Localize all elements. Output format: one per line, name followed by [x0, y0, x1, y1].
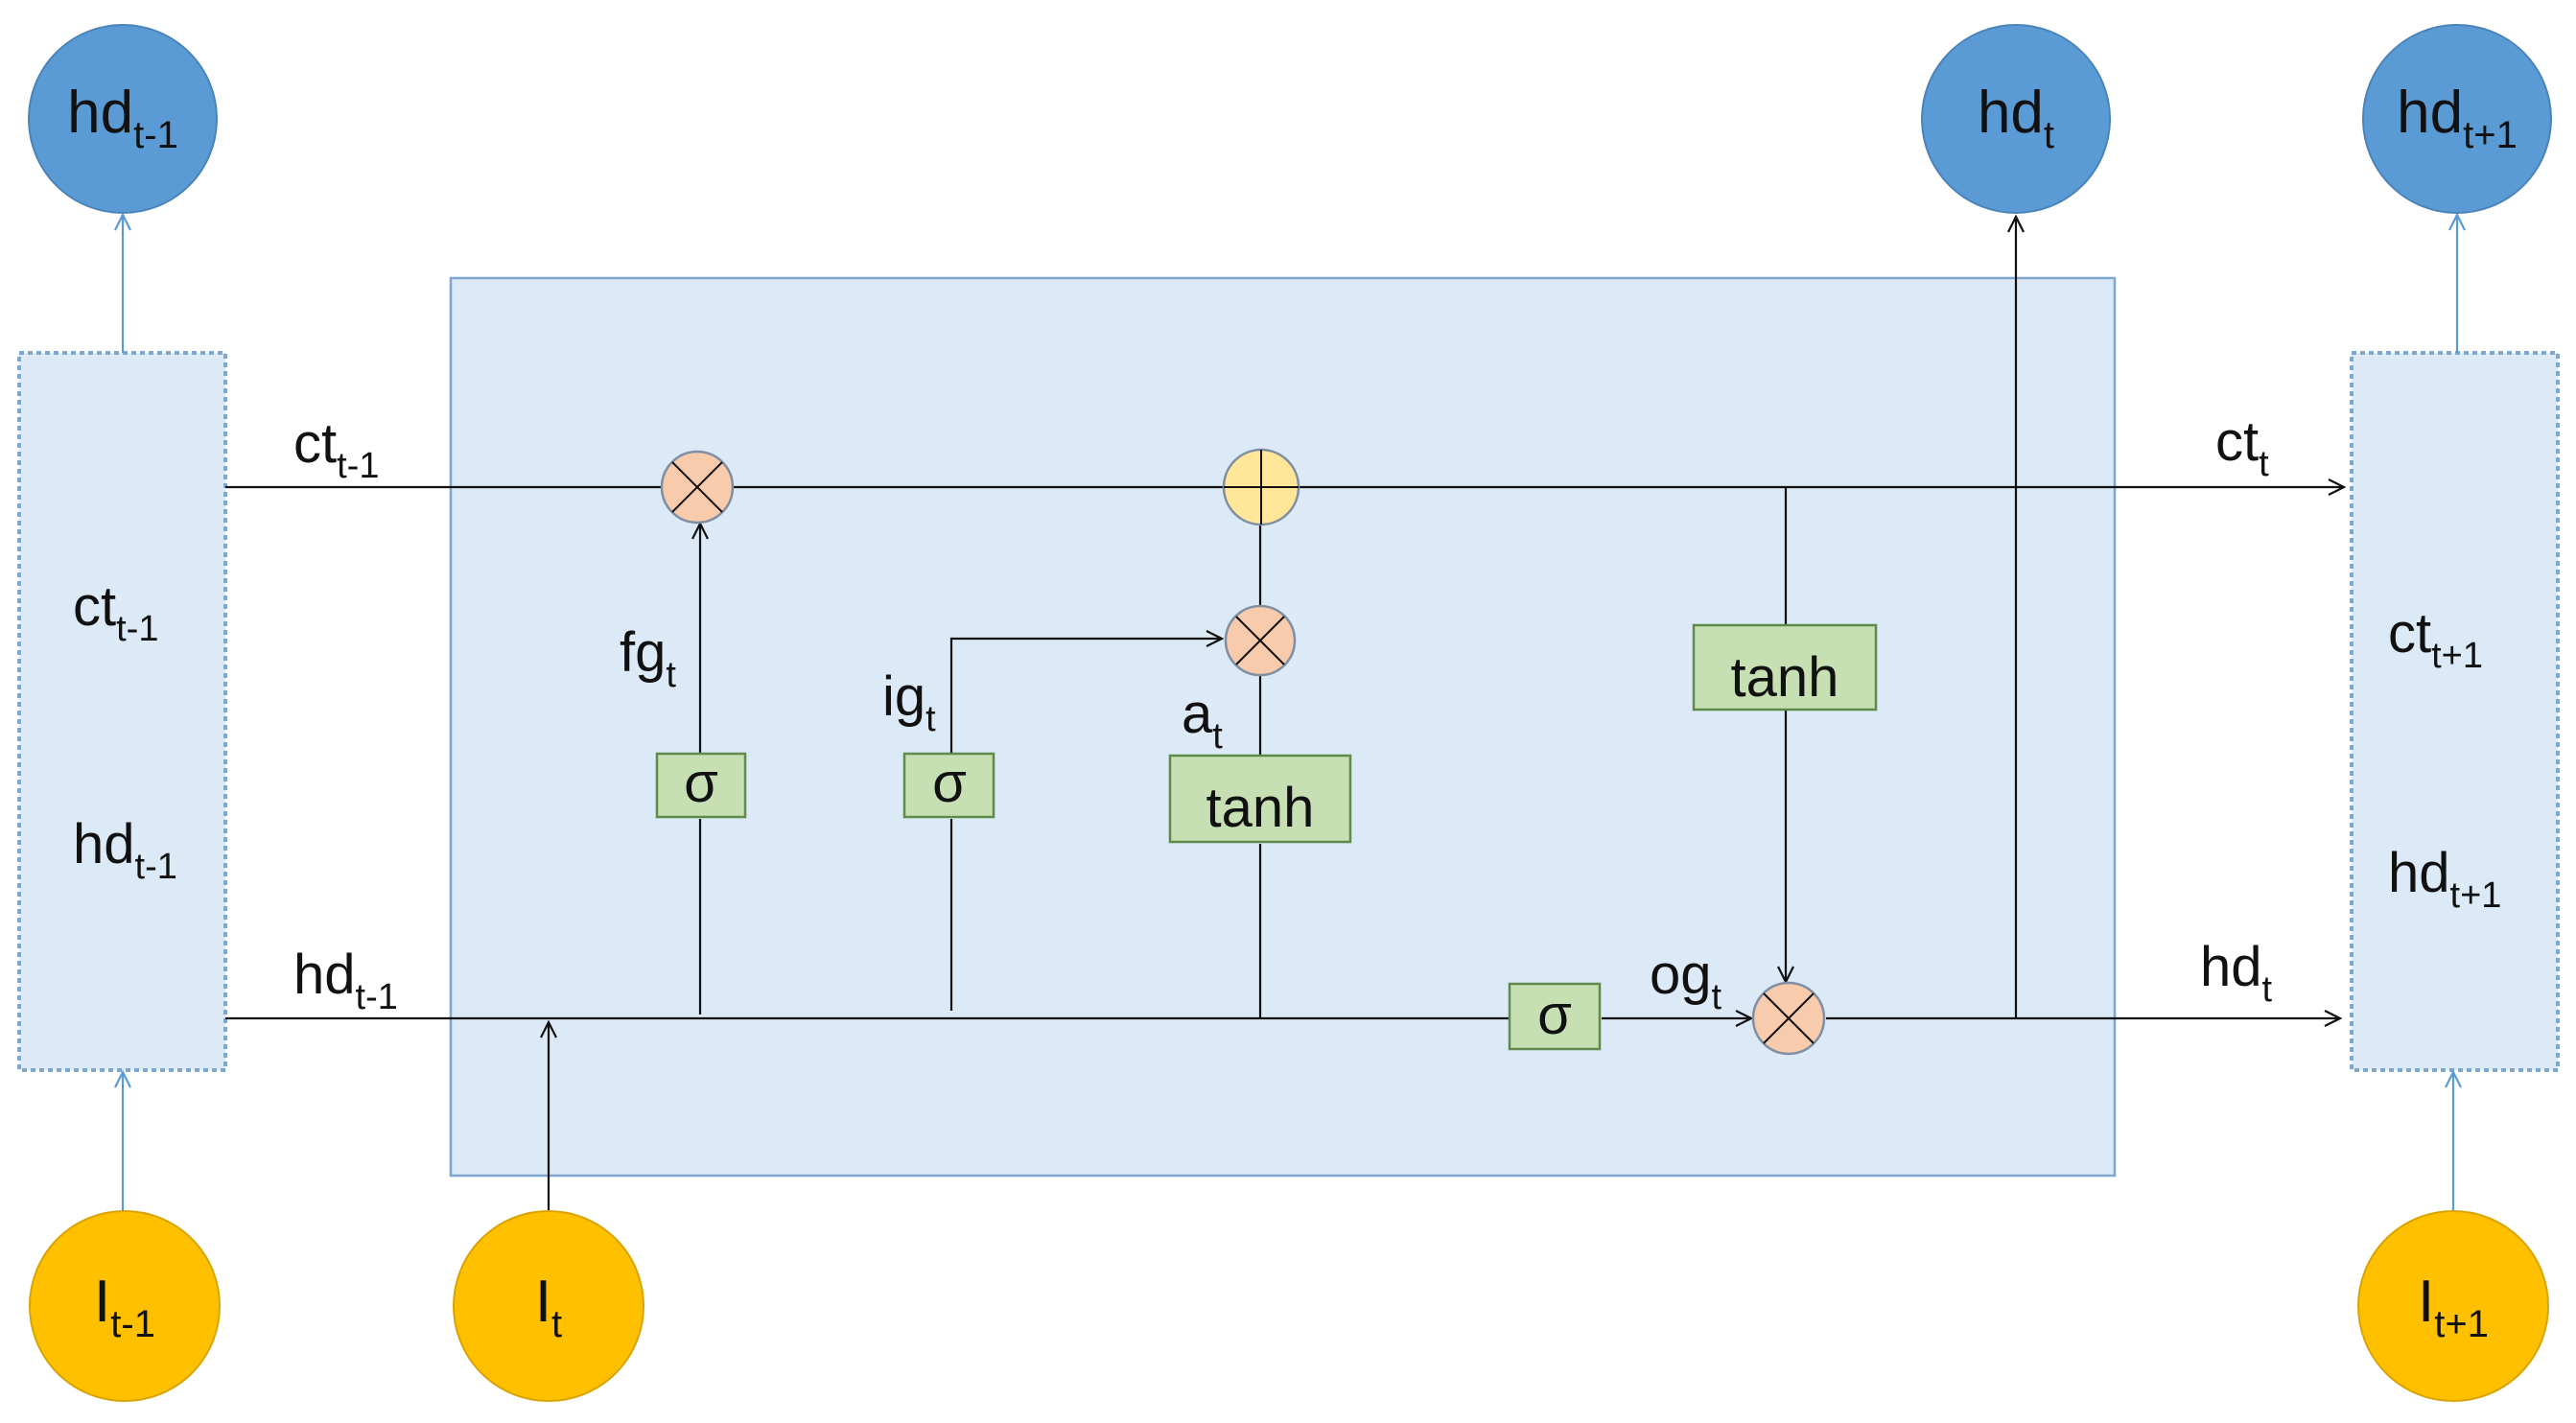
output-node-prev: hdt-1	[28, 24, 218, 214]
multiply-op-icon	[1235, 616, 1285, 665]
input-node-next: It+1	[2357, 1210, 2549, 1402]
ct-out-label: ctt	[2215, 410, 2269, 484]
a-label: at	[1182, 683, 1223, 757]
svg-text:It+1: It+1	[2418, 1269, 2489, 1345]
fg-label: fgt	[620, 621, 676, 695]
output-node-current: hdt	[1921, 24, 2111, 214]
right-hd-label: hdt+1	[2388, 842, 2501, 916]
svg-text:hdt-1: hdt-1	[67, 80, 178, 156]
output-multiply-op	[1751, 981, 1826, 1056]
svg-text:It: It	[535, 1269, 562, 1345]
add-op-icon	[1224, 450, 1299, 525]
multiply-op-icon	[1763, 992, 1815, 1044]
left-hd-label: hdt-1	[73, 813, 177, 887]
cell-add-op	[1222, 448, 1300, 526]
left-state-cell	[17, 351, 227, 1072]
candidate-tanh-label: tanh	[1206, 777, 1315, 839]
forget-multiply-op	[660, 450, 735, 525]
svg-text:hdt: hdt	[1978, 80, 2054, 156]
input-node-current: It	[453, 1210, 644, 1402]
right-state-cell	[2350, 351, 2560, 1072]
cell-tanh-label: tanh	[1731, 646, 1839, 709]
multiply-op-icon	[671, 461, 723, 513]
forget-gate-box: σ	[655, 752, 747, 819]
input-node-prev: It-1	[29, 1210, 221, 1402]
svg-text:It-1: It-1	[94, 1269, 155, 1345]
cell-tanh-box: tanh	[1692, 623, 1878, 712]
left-ct-label: ctt-1	[73, 575, 158, 649]
lstm-cell-box	[449, 276, 2117, 1178]
candidate-tanh-box: tanh	[1168, 754, 1352, 844]
svg-text:hdt+1: hdt+1	[2397, 80, 2517, 156]
hd-out-label: hdt	[2200, 936, 2273, 1010]
ct-in-label: ctt-1	[293, 412, 379, 486]
input-gate-box: σ	[902, 752, 995, 819]
forget-gate-label: σ	[684, 752, 718, 814]
hd-in-label: hdt-1	[293, 944, 398, 1017]
output-gate-box: σ	[1508, 982, 1602, 1051]
output-gate-label: σ	[1537, 984, 1572, 1046]
input-multiply-op	[1224, 604, 1297, 677]
input-gate-label: σ	[932, 752, 967, 814]
right-ct-label: ctt+1	[2388, 602, 2483, 676]
og-label: ogt	[1650, 944, 1722, 1017]
input-gate-path-upper	[949, 639, 1222, 754]
output-node-next: hdt+1	[2362, 24, 2552, 214]
ig-label: igt	[882, 665, 936, 739]
